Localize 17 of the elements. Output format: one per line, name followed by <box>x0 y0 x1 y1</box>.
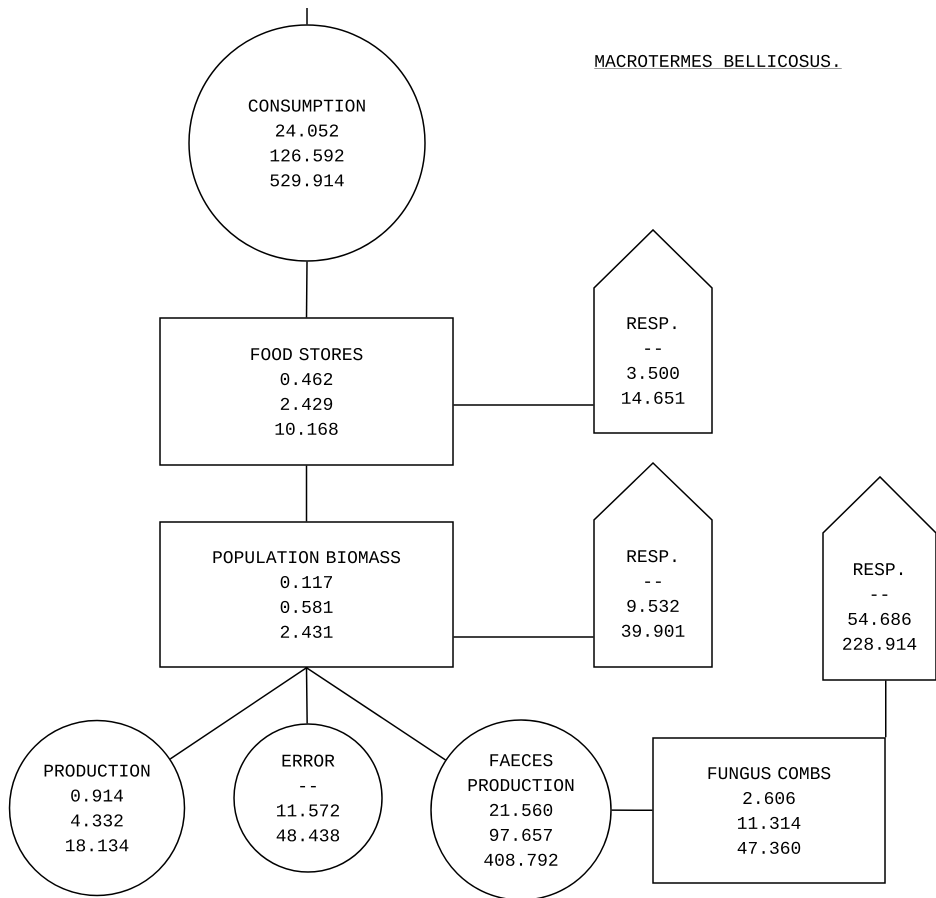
connector-line <box>612 809 652 811</box>
connector-line <box>454 404 594 406</box>
compartment-box: FUNGUS COMBS 2.606 11.314 47.360 <box>652 737 886 884</box>
respiration-pentagon: RESP. -- 3.500 14.651 <box>593 228 713 434</box>
connector-line <box>170 667 307 760</box>
connector-line <box>306 8 308 24</box>
connector-line <box>306 262 308 318</box>
compartment-box: FOOD STORES 0.462 2.429 10.168 <box>159 317 454 466</box>
respiration-pentagon: RESP. -- 54.686 228.914 <box>822 476 936 681</box>
title: MACROTERMES BELLICOSUS. <box>594 54 842 69</box>
connector-line <box>306 466 308 522</box>
connector-line <box>306 667 446 760</box>
compartment-box: POPULATION BIOMASS 0.117 0.581 2.431 <box>159 521 454 668</box>
connector-line <box>454 636 594 638</box>
connector-line <box>306 668 308 724</box>
connector-line <box>885 680 886 738</box>
respiration-pentagon: RESP. -- 9.532 39.901 <box>593 462 713 668</box>
